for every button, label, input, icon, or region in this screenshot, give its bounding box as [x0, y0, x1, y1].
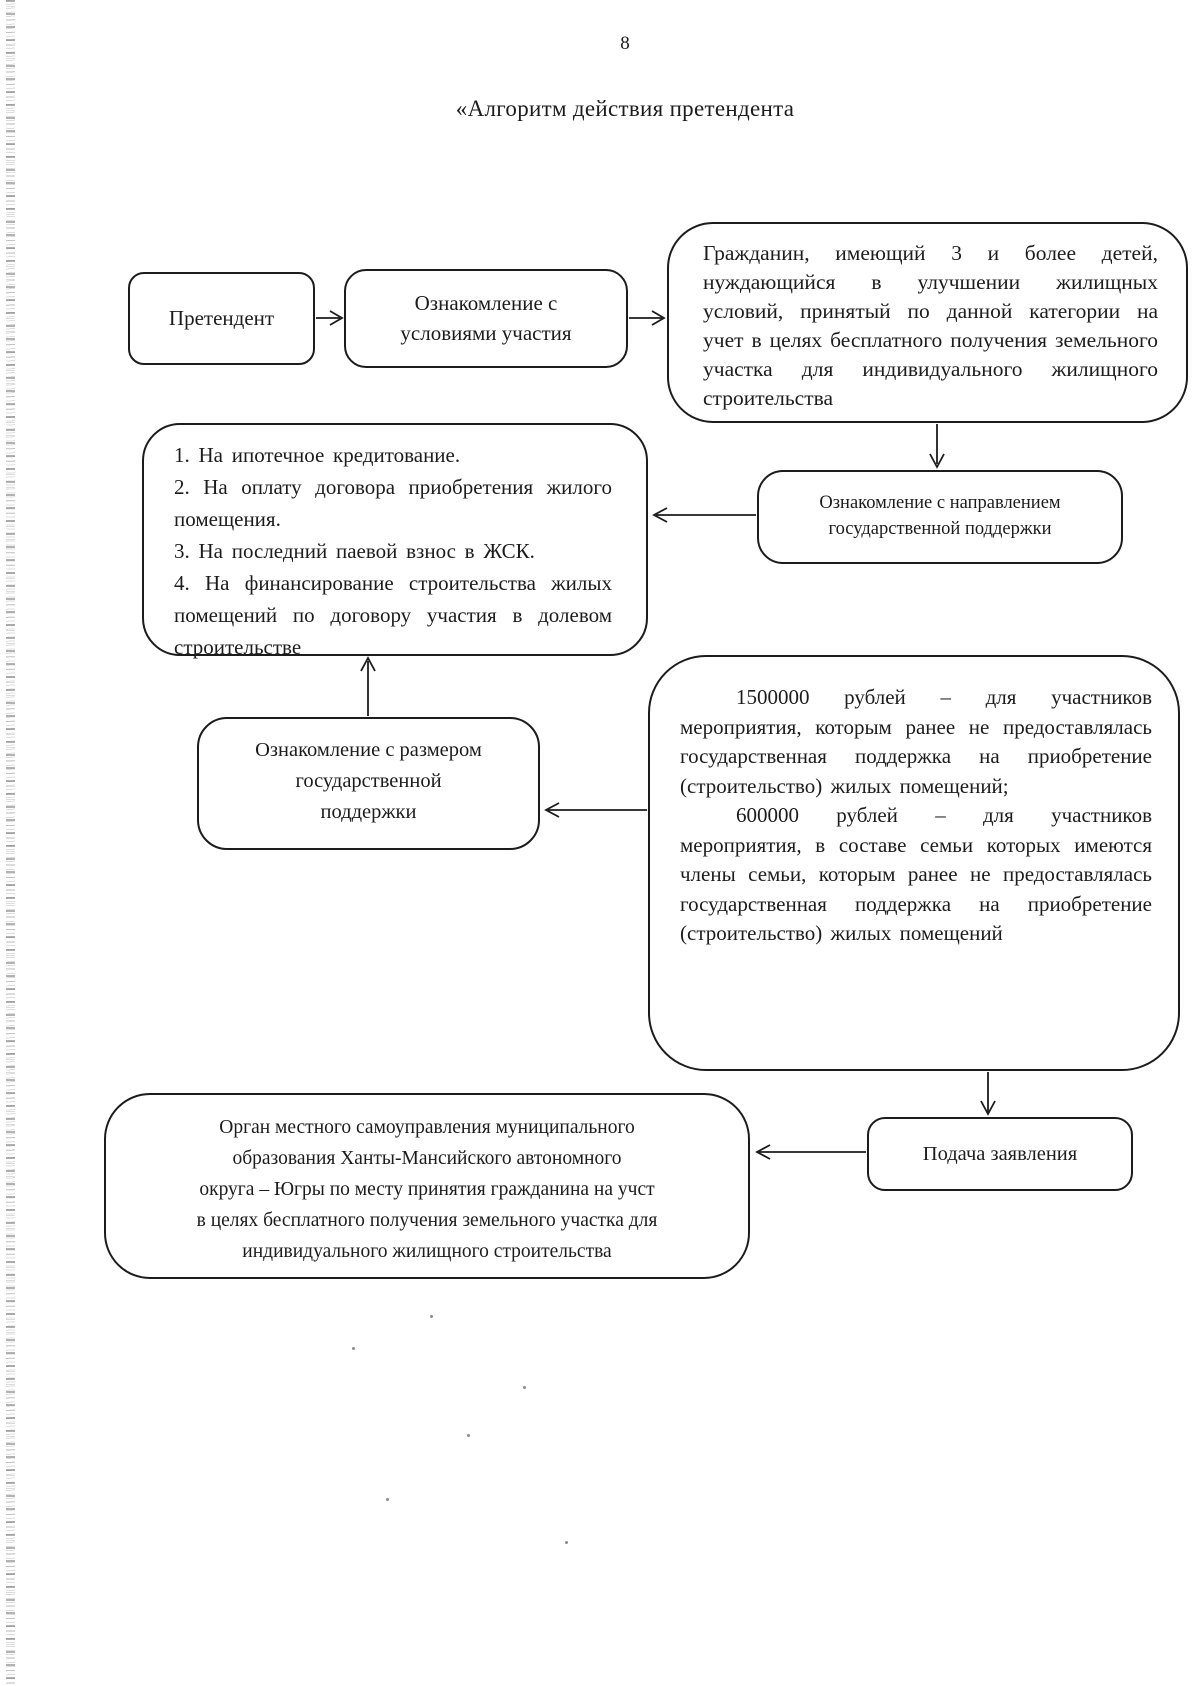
node-support-direction-line: государственной поддержки	[828, 519, 1052, 539]
node-applicant-label: Претендент	[168, 306, 275, 330]
node-applicant: Претендент	[128, 272, 315, 365]
node-authority-line: в целях бесплатного получения земельного…	[196, 1210, 658, 1231]
node-authority-line: образования Ханты-Мансийского автономног…	[232, 1148, 622, 1169]
amount-paragraph: 600000 рублей – для участников мероприят…	[680, 803, 1152, 945]
page-number: 8	[620, 33, 630, 54]
node-support-direction-review: Ознакомление с направлением государствен…	[757, 470, 1123, 564]
arrow-direction-to-types	[652, 507, 756, 523]
arrow-applicant-to-terms	[316, 310, 344, 326]
node-support-direction-line: Ознакомление с направлением	[819, 493, 1061, 513]
support-type-item: 2. На оплату договора приобретения жилог…	[174, 475, 612, 531]
arrow-amounts-to-application	[980, 1072, 996, 1116]
arrow-citizen-to-direction	[929, 424, 945, 469]
scan-speck	[565, 1541, 568, 1544]
page-title: «Алгоритм действия претендента	[455, 96, 795, 121]
scan-speck	[430, 1315, 433, 1318]
node-citizen-text: Гражданин, имеющий 3 и более детей, нужд…	[703, 241, 1158, 410]
node-support-size-review: Ознакомление с размером государственной …	[197, 717, 540, 850]
node-local-authority: Орган местного самоуправления муниципаль…	[104, 1093, 750, 1279]
node-authority-line: Орган местного самоуправления муниципаль…	[219, 1117, 635, 1138]
node-authority-line: округа – Югры по месту принятия граждани…	[199, 1179, 655, 1200]
node-application-submission: Подача заявления	[867, 1117, 1133, 1191]
node-citizen-eligibility: Гражданин, имеющий 3 и более детей, нужд…	[667, 222, 1188, 423]
node-support-amounts: 1500000 рублей – для участников мероприя…	[648, 655, 1180, 1071]
scan-noise-strip	[6, 0, 15, 1686]
arrow-terms-to-citizen	[629, 310, 666, 326]
node-support-types-list: 1. На ипотечное кредитование. 2. На опла…	[142, 423, 648, 659]
node-support-size-line: Ознакомление с размером	[255, 739, 482, 761]
node-application-label: Подача заявления	[922, 1143, 1078, 1165]
scan-speck	[352, 1347, 355, 1350]
amount-paragraph: 1500000 рублей – для участников мероприя…	[680, 685, 1152, 798]
node-support-size-line: государственной	[295, 770, 442, 792]
node-terms-review: Ознакомление с условиями участия	[344, 269, 628, 368]
arrow-application-to-authority	[755, 1144, 866, 1160]
node-terms-line: Ознакомление с	[414, 291, 558, 315]
node-authority-line: индивидуального жилищного строительства	[242, 1241, 612, 1262]
node-support-size-line: поддержки	[320, 801, 417, 823]
scan-speck	[523, 1386, 526, 1389]
arrow-sizebox-to-types	[360, 656, 376, 716]
node-terms-line: условиями участия	[400, 321, 572, 345]
support-type-item: 1. На ипотечное кредитование.	[174, 443, 461, 467]
support-type-item: 4. На финансирование строительства жилых…	[174, 571, 612, 659]
support-type-item: 3. На последний паевой взнос в ЖСК.	[174, 539, 535, 563]
scan-speck	[386, 1498, 389, 1501]
scan-speck	[467, 1434, 470, 1437]
arrow-amounts-to-sizebox	[544, 802, 647, 818]
